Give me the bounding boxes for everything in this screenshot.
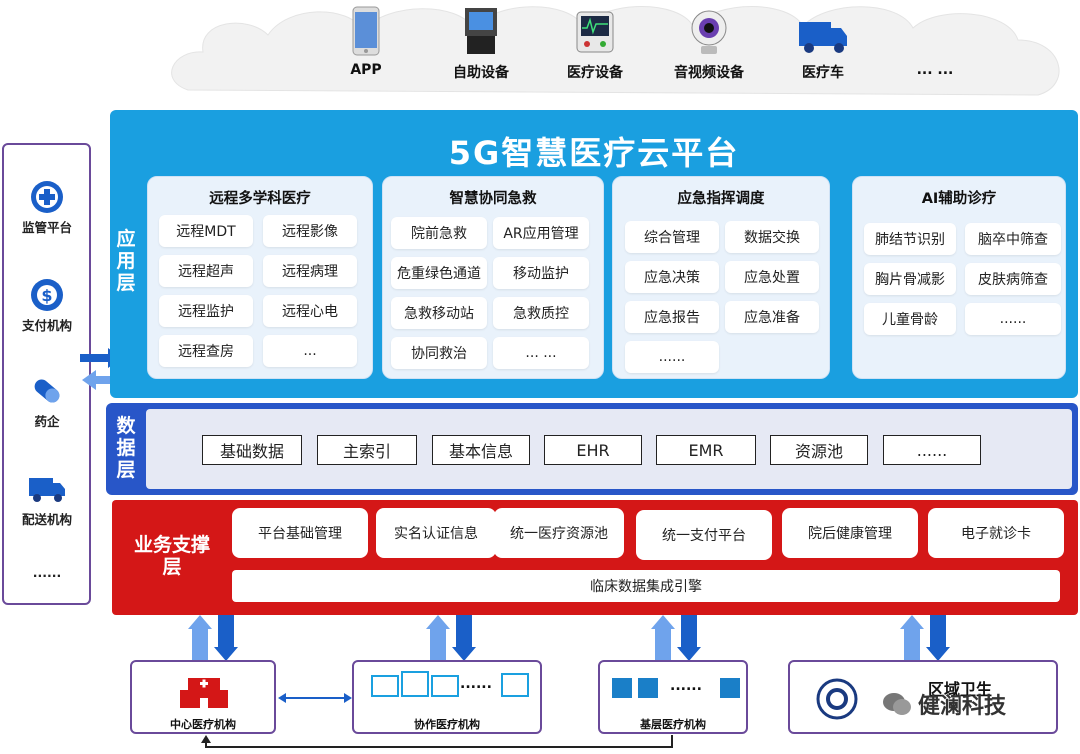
module-cell[interactable]: 远程监护 <box>159 295 253 327</box>
data-cell[interactable]: 资源池 <box>770 435 868 465</box>
partner-pharma: 药企 <box>4 373 90 430</box>
vertical-arrows-icon <box>900 615 950 661</box>
module-cell[interactable]: 远程MDT <box>159 215 253 247</box>
device-kiosk: 自助设备 <box>426 4 536 82</box>
partner-regulator: 监管平台 <box>4 179 90 236</box>
module-cell[interactable]: 急救移动站 <box>391 297 487 329</box>
module-cell[interactable]: 远程心电 <box>263 295 357 327</box>
partner-more: ...... <box>32 565 62 580</box>
module-command: 应急指挥调度 综合管理 数据交换 应急决策 应急处置 应急报告 应急准备 ...… <box>612 176 830 379</box>
module-remote-mdt: 远程多学科医疗 远程MDT 远程影像 远程超声 远程病理 远程监护 远程心电 远… <box>147 176 373 379</box>
module-cell[interactable]: ...... <box>625 341 719 373</box>
partner-payment: $ 支付机构 <box>4 277 90 334</box>
device-ambulance: 医疗车 <box>768 4 878 82</box>
vertical-arrows-icon <box>426 615 476 661</box>
truck-icon <box>29 478 65 502</box>
module-cell[interactable]: 肺结节识别 <box>864 223 956 255</box>
module-ai: AI辅助诊疗 肺结节识别 脑卒中筛查 胸片骨减影 皮肤病筛查 儿童骨龄 ....… <box>852 176 1066 379</box>
device-more: ... ... <box>916 62 954 78</box>
module-cell[interactable]: ...... <box>965 303 1061 335</box>
regional-health: 区域卫生 健澜科技 <box>788 660 1058 734</box>
module-cell[interactable]: 应急报告 <box>625 301 719 333</box>
module-cell[interactable]: 皮肤病筛查 <box>965 263 1061 295</box>
clinic-group-icon <box>371 671 529 697</box>
module-emergency: 智慧协同急救 院前急救 AR应用管理 危重绿色通道 移动监护 急救移动站 急救质… <box>382 176 604 379</box>
data-layer-inner: 基础数据 主索引 基本信息 EHR EMR 资源池 ...... <box>146 409 1072 489</box>
device-cloud: APP 自助设备 医疗设备 音视频设备 医疗车 ... ... <box>168 0 1068 100</box>
module-cell[interactable]: AR应用管理 <box>493 217 589 249</box>
pill-icon <box>34 379 60 403</box>
svg-text:$: $ <box>41 286 52 305</box>
partner-delivery: 配送机构 <box>4 471 90 528</box>
module-cell[interactable]: ... ... <box>493 337 589 369</box>
biz-cell[interactable]: 实名认证信息 <box>376 508 496 558</box>
platform-title: 5G智慧医疗云平台 <box>448 134 740 172</box>
hospital-icon <box>180 678 228 708</box>
biz-cell[interactable]: 电子就诊卡 <box>928 508 1064 558</box>
vertical-arrows-icon <box>651 615 701 661</box>
dollar-gear-icon: $ <box>31 279 63 311</box>
module-cell[interactable]: 儿童骨龄 <box>864 303 956 335</box>
clinic-group-icon <box>612 678 740 698</box>
webcam-icon <box>691 10 727 54</box>
module-cell[interactable]: 院前急救 <box>391 217 487 249</box>
module-cell[interactable]: 远程查房 <box>159 335 253 367</box>
device-medical: 医疗设备 <box>540 4 650 82</box>
primary-clinics: ...... 基层医疗机构 <box>598 660 748 734</box>
data-layer: 数据层 基础数据 主索引 基本信息 EHR EMR 资源池 ...... <box>106 403 1078 495</box>
module-cell[interactable]: 危重绿色通道 <box>391 257 487 289</box>
watermark: 健澜科技 <box>882 688 1006 720</box>
phone-icon <box>352 6 380 56</box>
module-cell[interactable]: 应急决策 <box>625 261 719 293</box>
truck-icon <box>799 22 847 53</box>
biz-cell[interactable]: 院后健康管理 <box>782 508 918 558</box>
connector-line <box>201 735 673 748</box>
module-cell[interactable]: 综合管理 <box>625 221 719 253</box>
layer-tag-app: 应用层 <box>116 228 136 294</box>
module-cell[interactable]: 数据交换 <box>725 221 819 253</box>
module-cell[interactable]: 急救质控 <box>493 297 589 329</box>
data-cell[interactable]: 基础数据 <box>202 435 302 465</box>
clinical-engine[interactable]: 临床数据集成引擎 <box>232 570 1060 602</box>
module-cell[interactable]: 应急处置 <box>725 261 819 293</box>
biz-cell[interactable]: 平台基础管理 <box>232 508 368 558</box>
device-app: APP <box>311 4 421 78</box>
module-cell[interactable]: 脑卒中筛查 <box>965 223 1061 255</box>
module-cell[interactable]: 应急准备 <box>725 301 819 333</box>
module-cell[interactable]: 胸片骨减影 <box>864 263 956 295</box>
vertical-arrows-icon <box>188 615 238 661</box>
plus-circle-icon <box>31 181 63 213</box>
module-cell[interactable]: 移动监护 <box>493 257 589 289</box>
center-hospital: 中心医疗机构 <box>130 660 276 734</box>
module-cell[interactable]: 远程影像 <box>263 215 357 247</box>
external-partners-panel: 监管平台 $ 支付机构 药企 配送机构 ...... <box>2 143 91 605</box>
biz-cell[interactable]: 统一支付平台 <box>636 510 772 560</box>
collab-hospitals: ...... 协作医疗机构 <box>352 660 542 734</box>
biz-cell[interactable]: 统一医疗资源池 <box>494 508 624 558</box>
business-support-layer: 业务支撑层 平台基础管理 实名认证信息 统一医疗资源池 统一支付平台 院后健康管… <box>112 500 1078 615</box>
kiosk-icon <box>465 8 497 54</box>
device-av: 音视频设备 <box>654 4 764 82</box>
layer-tag-data: 数据层 <box>116 415 136 481</box>
module-cell[interactable]: 协同救治 <box>391 337 487 369</box>
data-cell[interactable]: 基本信息 <box>432 435 530 465</box>
module-cell[interactable]: 远程超声 <box>159 255 253 287</box>
data-cell[interactable]: ...... <box>883 435 981 465</box>
medical-monitor-icon <box>576 11 614 53</box>
org-logo-icon <box>816 678 858 720</box>
data-cell[interactable]: EHR <box>544 435 642 465</box>
module-cell[interactable]: ... <box>263 335 357 367</box>
layer-tag-biz: 业务支撑层 <box>133 534 210 578</box>
module-cell[interactable]: 远程病理 <box>263 255 357 287</box>
horizontal-arrow-icon <box>278 693 352 703</box>
application-layer: 5G智慧医疗云平台 应用层 远程多学科医疗 远程MDT 远程影像 远程超声 远程… <box>110 110 1078 398</box>
wechat-icon <box>883 693 911 715</box>
data-cell[interactable]: 主索引 <box>317 435 417 465</box>
data-cell[interactable]: EMR <box>656 435 756 465</box>
